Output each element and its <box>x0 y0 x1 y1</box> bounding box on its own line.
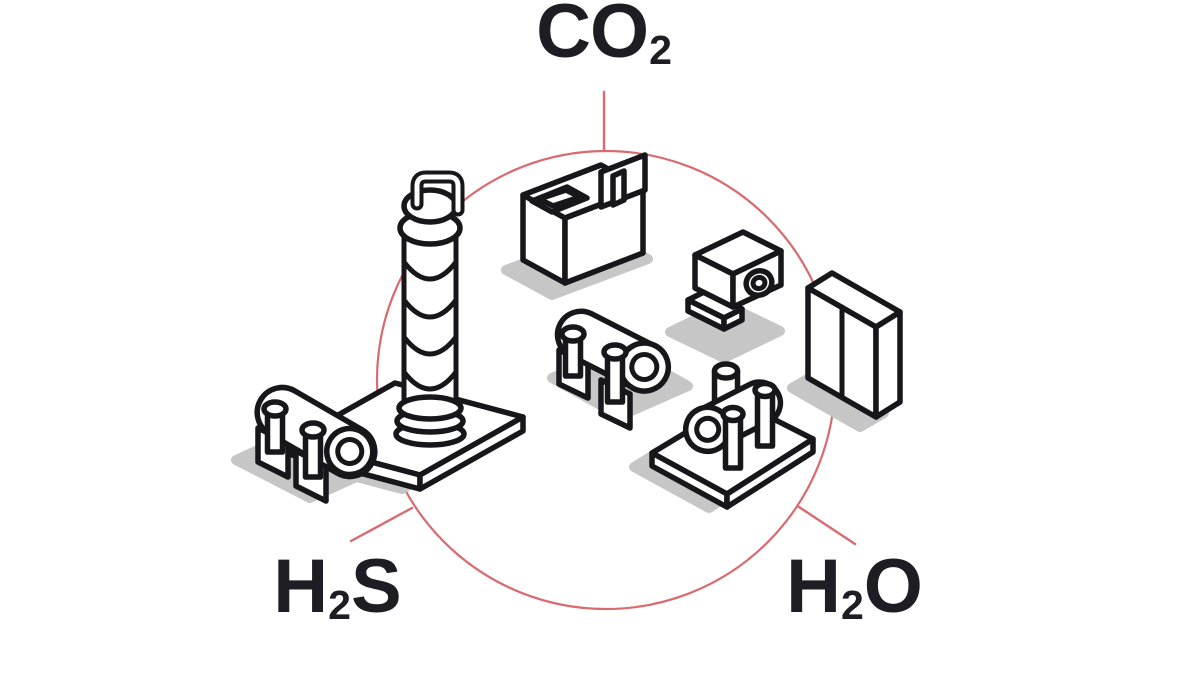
column-seam <box>401 297 459 320</box>
column-shaft <box>404 232 456 412</box>
label-h2o-sub: 2 <box>840 581 864 628</box>
label-h2o-tail: O <box>863 544 923 629</box>
label-h2o-main: H <box>786 544 841 629</box>
horizontal-tank-left <box>254 384 378 504</box>
label-h2s-sub: 2 <box>328 581 351 628</box>
h2s-connector-line <box>349 506 414 543</box>
tank-end-flange <box>324 425 376 478</box>
label-co2-sub: 2 <box>649 26 672 73</box>
column-base-flange <box>396 394 464 422</box>
label-co2-main: CO <box>536 0 649 74</box>
process-building <box>520 152 648 286</box>
monitoring-camera <box>685 229 784 332</box>
control-cabinet <box>805 270 903 420</box>
label-h2o: H2O <box>786 549 923 628</box>
label-h2s-main: H <box>273 544 328 629</box>
camera-lens <box>743 268 775 298</box>
horizontal-tank-center <box>554 308 672 431</box>
column-seam <box>401 369 459 392</box>
h2o-connector-line <box>797 505 857 546</box>
label-h2s-tail: S <box>351 544 402 629</box>
column-seam <box>401 334 459 357</box>
label-co2: CO2 <box>536 0 672 70</box>
sign-post <box>610 168 627 208</box>
column-seam <box>401 259 459 282</box>
pump-skid <box>649 361 816 510</box>
label-h2s: H2S <box>273 549 401 628</box>
